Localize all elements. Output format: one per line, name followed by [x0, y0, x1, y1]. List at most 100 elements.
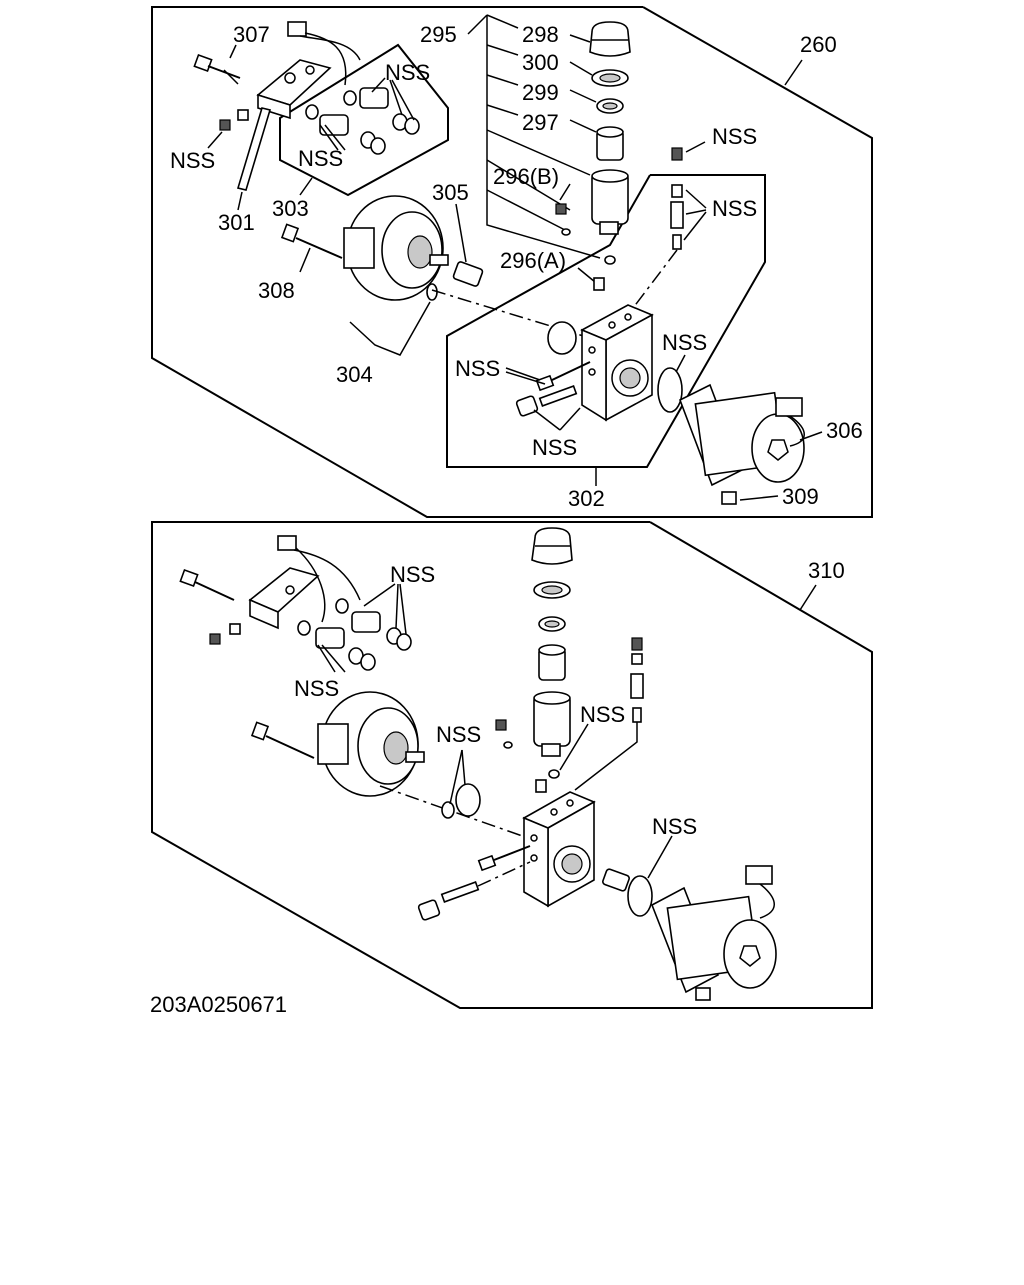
connector-plug: [277, 535, 361, 623]
relief-valve: [535, 361, 591, 392]
oring-small: [548, 769, 560, 779]
assembly-260-border: [151, 6, 873, 518]
callout-304: 304: [336, 362, 373, 387]
bolt-308: [280, 223, 343, 259]
callout-297: 297: [522, 110, 559, 135]
solenoid-valve-1: [335, 598, 381, 633]
callout-308: 308: [258, 278, 295, 303]
screw: [535, 779, 547, 793]
callout-309: 309: [782, 484, 819, 509]
callout-301: 301: [218, 210, 255, 235]
callout-295: 295: [420, 22, 457, 47]
oring-small: [441, 801, 455, 819]
coupling-305: [452, 261, 484, 287]
solenoid-valve-1: [343, 87, 389, 109]
relief-valve-2: [515, 385, 578, 417]
motor-306: [678, 383, 805, 487]
nss-label: NSS: [662, 330, 707, 355]
oring-small: [604, 255, 616, 265]
nss-label: NSS: [390, 562, 435, 587]
oring-304: [426, 283, 438, 301]
oring-small: [561, 228, 571, 236]
pin: [672, 234, 682, 250]
valve-block-302: [580, 304, 654, 422]
oring-large: [627, 875, 653, 917]
ring-299: [596, 98, 624, 114]
oring-small: [404, 117, 420, 135]
subassembly-302-border: [446, 174, 766, 468]
bolt: [250, 721, 315, 759]
nut: [209, 633, 221, 645]
solenoid-valve-2: [305, 104, 349, 136]
callout-303: 303: [272, 196, 309, 221]
connector-plug: [287, 21, 361, 86]
coupling: [602, 868, 630, 892]
spring: [630, 673, 644, 699]
seal-300: [591, 69, 629, 87]
callout-296b: 296(B): [493, 164, 559, 189]
plug: [631, 637, 643, 651]
bolt: [695, 987, 711, 1001]
nss-label: NSS: [455, 356, 500, 381]
callout-296a: 296(A): [500, 248, 566, 273]
nss-label: NSS: [170, 148, 215, 173]
oring-large: [455, 783, 481, 817]
callout-298: 298: [522, 22, 559, 47]
plug: [671, 147, 683, 161]
relief-valve-2: [417, 861, 531, 921]
assembly-260: 307 NSS NSS: [151, 6, 873, 518]
pump-body: [317, 691, 425, 797]
callout-305: 305: [432, 180, 469, 205]
solenoid-valve-2: [297, 620, 345, 649]
oring-small: [503, 741, 513, 749]
spring: [670, 201, 684, 229]
sleeve: [538, 644, 566, 681]
assembly-310-border: [151, 521, 873, 1009]
nss-label: NSS: [580, 702, 625, 727]
nss-label: NSS: [652, 814, 697, 839]
reservoir: [533, 691, 571, 757]
pump-body: [343, 195, 449, 301]
valve-block: [522, 791, 596, 908]
nss-label: NSS: [532, 435, 577, 460]
bolt-307: [193, 53, 241, 85]
filler-cap: [531, 527, 573, 565]
oring-large: [657, 367, 683, 413]
nss-label: NSS: [712, 196, 757, 221]
filler-cap-298: [589, 21, 631, 57]
assembly-label-260: 260: [800, 32, 837, 57]
nss-label: NSS: [712, 124, 757, 149]
nut: [229, 623, 241, 635]
oring-small: [396, 633, 412, 651]
bolt: [179, 568, 235, 601]
callout-302: 302: [568, 486, 605, 511]
oring-small: [360, 653, 376, 671]
screw-296a: [593, 277, 605, 291]
callout-299: 299: [522, 80, 559, 105]
bolt-309: [721, 491, 737, 505]
drawing-id: 203A0250671: [150, 992, 287, 1017]
relief-valve: [477, 845, 531, 872]
sleeve-297: [596, 126, 624, 161]
callout-306: 306: [826, 418, 863, 443]
seal: [533, 581, 571, 599]
nss-label: NSS: [294, 676, 339, 701]
pin-301: [236, 107, 272, 191]
assembly-310: 310: [151, 521, 873, 1009]
callout-307: 307: [233, 22, 270, 47]
ring: [538, 616, 566, 632]
motor: [650, 865, 777, 994]
ball: [671, 184, 683, 198]
pin: [632, 707, 642, 723]
mounting-plate: [248, 567, 320, 630]
screw-296b: [555, 203, 567, 215]
ball: [631, 653, 643, 665]
screw: [495, 719, 507, 731]
nss-label: NSS: [385, 60, 430, 85]
reservoir: [591, 169, 629, 235]
callout-300: 300: [522, 50, 559, 75]
nss-label: NSS: [298, 146, 343, 171]
nut: [219, 109, 249, 131]
oring-large: [547, 321, 577, 355]
